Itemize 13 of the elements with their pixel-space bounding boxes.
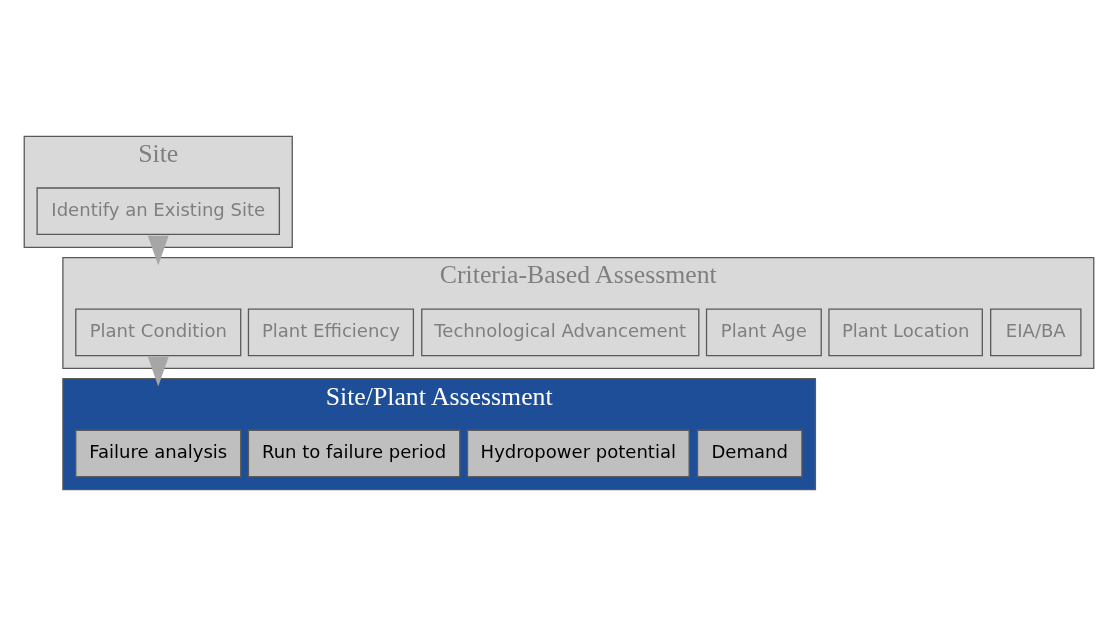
node-box: Identify an Existing Site xyxy=(36,187,281,236)
node-box: EIA/BA xyxy=(990,308,1082,357)
node-box: Failure analysis xyxy=(75,429,242,478)
node-box: Demand xyxy=(696,429,803,478)
node-box: Plant Condition xyxy=(75,308,242,357)
node-box: Hydropower potential xyxy=(466,429,690,478)
node-box: Run to failure period xyxy=(247,429,461,478)
arrow xyxy=(147,235,169,266)
node-box: Technological Advancement xyxy=(421,308,700,357)
node-box: Plant Age xyxy=(705,308,822,357)
node-box: Plant Efficiency xyxy=(247,308,415,357)
arrow xyxy=(147,356,169,387)
node-box: Plant Location xyxy=(828,308,983,357)
